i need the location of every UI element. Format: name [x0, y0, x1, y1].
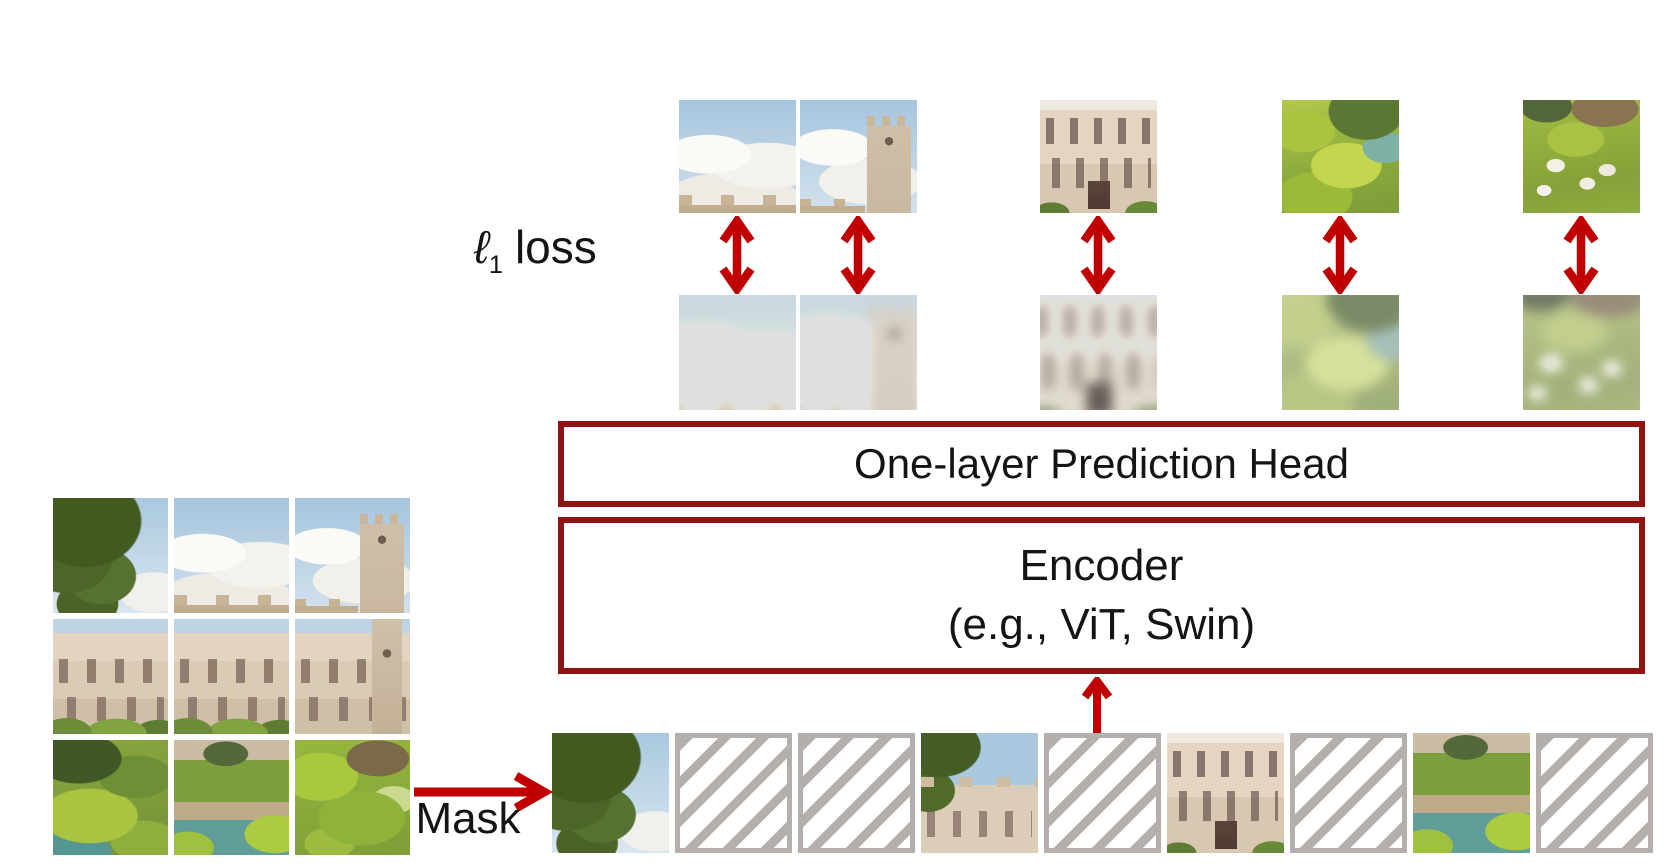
- facade-l-patch: [53, 619, 168, 734]
- foliage-patch: [1282, 295, 1399, 410]
- sky-parapet-patch: [679, 295, 796, 410]
- garden-green-patch: [295, 740, 410, 855]
- mask-label: Mask: [415, 794, 521, 843]
- patch-image: [1040, 100, 1157, 213]
- patch-image: [1282, 295, 1399, 410]
- loss-arrow-row: [0, 213, 1666, 297]
- patch-image: [295, 498, 410, 613]
- facade-door-patch: [1040, 295, 1157, 410]
- sky-parapet-patch: [679, 100, 796, 213]
- encoder-box: Encoder (e.g., ViT, Swin): [558, 517, 1645, 674]
- predicted-patch-row: [0, 295, 1666, 410]
- l1-loss-label: ℓ1 loss: [474, 220, 597, 280]
- facade-door-patch: [1040, 100, 1157, 213]
- garden-flowers-patch: [1523, 295, 1640, 410]
- l1-loss-double-arrow-icon: [719, 213, 755, 297]
- patch-image: [53, 498, 168, 613]
- facade-m-patch: [174, 619, 289, 734]
- target-patch-row: [0, 100, 1666, 213]
- patch-image: [53, 619, 168, 734]
- lawn-water-patch: [1413, 733, 1530, 853]
- castle-tree-patch: [921, 733, 1038, 853]
- masked-token-row: [552, 733, 1653, 853]
- l1-loss-double-arrow-icon: [1322, 213, 1358, 297]
- loss-word: loss: [514, 221, 597, 273]
- patch-image: [1282, 100, 1399, 213]
- patch-image: [295, 619, 410, 734]
- tower-sky-patch: [295, 498, 410, 613]
- patch-image: [552, 733, 669, 853]
- patch-image: [174, 740, 289, 855]
- facade-door-patch: [1167, 733, 1284, 853]
- patch-image: [53, 740, 168, 855]
- masked-patch: [798, 733, 915, 853]
- masked-patch: [1290, 733, 1407, 853]
- patch-image: [295, 740, 410, 855]
- encoder-label-line1: Encoder: [1019, 541, 1184, 591]
- patch-image: [1040, 295, 1157, 410]
- patch-image: [1413, 733, 1530, 853]
- patch-image: [1167, 733, 1284, 853]
- masked-patch: [1044, 733, 1161, 853]
- foliage-water-patch: [53, 740, 168, 855]
- patch-image: [174, 498, 289, 613]
- lawn-water-patch: [174, 740, 289, 855]
- input-image-grid: [53, 498, 410, 855]
- tree-big-patch: [552, 733, 669, 853]
- patch-image: [800, 295, 917, 410]
- masked-patch: [675, 733, 792, 853]
- prediction-head-box: One-layer Prediction Head: [558, 421, 1645, 507]
- masked-patch: [1536, 733, 1653, 853]
- encoder-input-arrow-icon: [1081, 674, 1113, 733]
- patch-image: [1523, 100, 1640, 213]
- patch-image: [1523, 295, 1640, 410]
- patch-image: [174, 619, 289, 734]
- patch-image: [921, 733, 1038, 853]
- foliage-patch: [1282, 100, 1399, 213]
- patch-image: [679, 100, 796, 213]
- patch-image: [679, 295, 796, 410]
- sky-clouds-patch: [174, 498, 289, 613]
- loss-subscript: 1: [488, 251, 503, 280]
- facade-t-patch: [295, 619, 410, 734]
- tower-sky-patch: [800, 100, 917, 213]
- tree-big-patch: [53, 498, 168, 613]
- l1-loss-double-arrow-icon: [1563, 213, 1599, 297]
- l1-loss-double-arrow-icon: [1080, 213, 1116, 297]
- l1-loss-double-arrow-icon: [840, 213, 876, 297]
- garden-flowers-patch: [1523, 100, 1640, 213]
- patch-image: [800, 100, 917, 213]
- mask-arrow-icon: [412, 772, 554, 812]
- prediction-head-label: One-layer Prediction Head: [854, 440, 1349, 487]
- loss-symbol: ℓ: [474, 221, 489, 273]
- encoder-label-line2: (e.g., ViT, Swin): [947, 599, 1256, 649]
- tower-sky-patch: [800, 295, 917, 410]
